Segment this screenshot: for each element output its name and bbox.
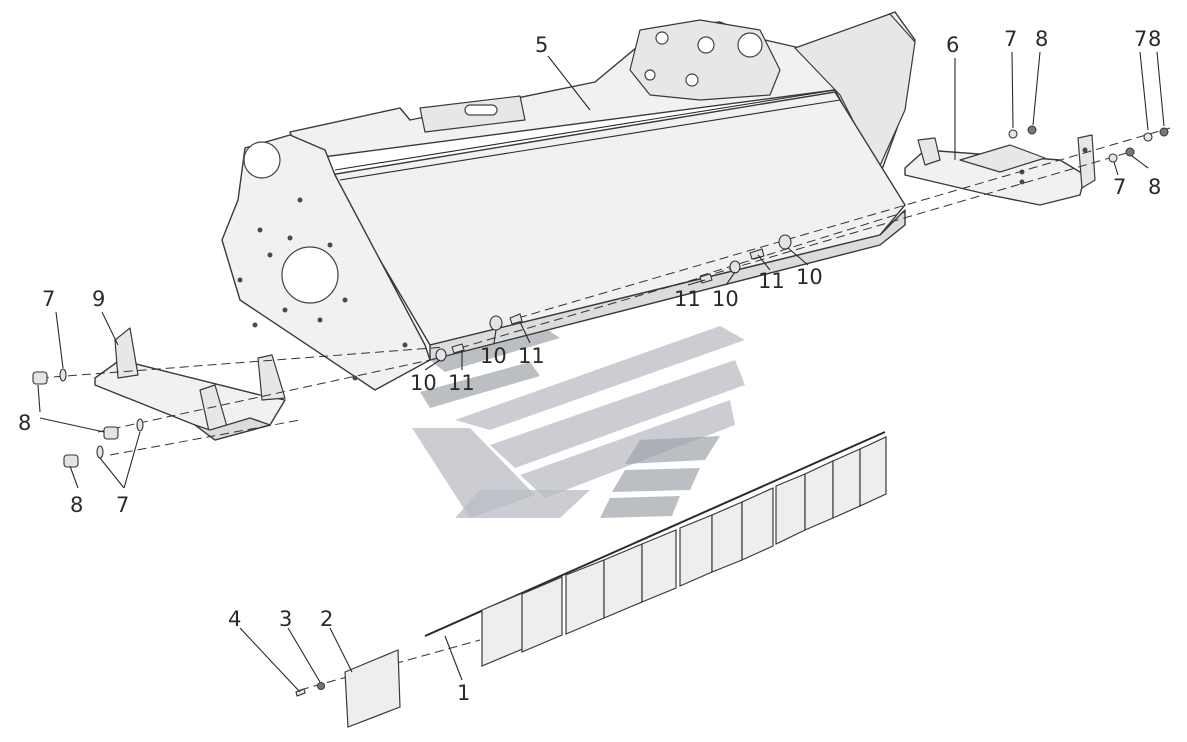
callout-10: 10 xyxy=(410,371,437,395)
callout-7: 7 xyxy=(1113,175,1126,199)
callout-2: 2 xyxy=(320,607,333,631)
callout-8: 8 xyxy=(1148,175,1161,199)
callout-11: 11 xyxy=(758,269,785,293)
left-bracket-part-9 xyxy=(94,327,286,441)
callout-1: 1 xyxy=(457,681,470,705)
callout-4: 4 xyxy=(228,607,241,631)
callout-7: 7 xyxy=(42,287,55,311)
main-housing-part-5 xyxy=(221,11,916,391)
right-bracket-part-6 xyxy=(904,134,1096,206)
callout-7: 7 xyxy=(1134,27,1147,51)
callout-7: 7 xyxy=(1004,27,1017,51)
callout-8: 8 xyxy=(18,411,31,435)
callout-10: 10 xyxy=(480,344,507,368)
callout-6: 6 xyxy=(946,33,959,57)
callout-8: 8 xyxy=(70,493,83,517)
callout-9: 9 xyxy=(92,287,105,311)
callout-5: 5 xyxy=(535,33,548,57)
callout-8: 8 xyxy=(1035,27,1048,51)
callout-10: 10 xyxy=(712,287,739,311)
callout-11: 11 xyxy=(448,371,475,395)
callout-3: 3 xyxy=(279,607,292,631)
watermark-logo xyxy=(412,326,745,518)
hardware xyxy=(32,125,1169,468)
callout-11: 11 xyxy=(674,287,701,311)
callout-11: 11 xyxy=(518,344,545,368)
callout-8: 8 xyxy=(1148,27,1161,51)
leader-lines xyxy=(37,51,1165,693)
callout-10: 10 xyxy=(796,265,823,289)
flap-assembly xyxy=(295,431,887,728)
callout-7: 7 xyxy=(116,493,129,517)
callout-labels: 5 6 7 8 7 8 7 8 7 9 8 8 7 10 11 10 11 11… xyxy=(18,27,1161,705)
